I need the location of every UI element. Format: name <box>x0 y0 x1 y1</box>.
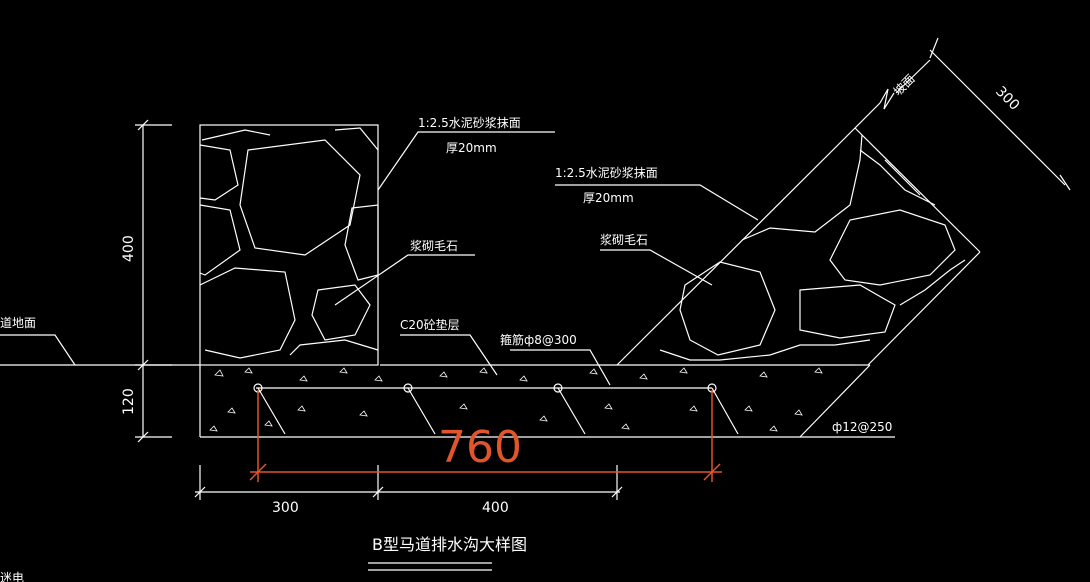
rebar-top-label: 箍筋ф8@300 <box>500 332 577 347</box>
width-mid-value: 400 <box>482 500 509 516</box>
highlight-dimension <box>249 390 722 482</box>
height-base-value: 120 <box>121 388 137 415</box>
concrete-aggregate <box>209 367 823 432</box>
width-left-value: 300 <box>272 500 299 516</box>
rebar-bottom-label: ф12@250 <box>832 420 892 434</box>
ground-left-label: 道地面 <box>0 316 36 330</box>
rebar-stirrups <box>257 387 895 438</box>
rubble-left-label: 浆砌毛石 <box>410 238 458 253</box>
rubble-right-label: 浆砌毛石 <box>600 232 648 247</box>
left-wall-outline <box>199 124 379 366</box>
plaster-left-label: 1:2.5水泥砂浆抹面 <box>418 115 521 130</box>
height-dimension <box>135 119 172 443</box>
plaster-right-label: 1:2.5水泥砂浆抹面 <box>555 165 658 180</box>
height-wall-value: 400 <box>121 235 137 262</box>
leader-lines <box>0 131 759 386</box>
highlight-dimension-value: 760 <box>438 422 522 473</box>
right-wall-rubble <box>659 134 966 361</box>
drawing-title: B型马道排水沟大样图 <box>372 535 527 554</box>
clip-bottom-left-label: 迷电 <box>0 571 24 582</box>
width-dimension <box>194 465 623 500</box>
left-wall-rubble <box>199 127 379 359</box>
right-slope-wall <box>616 59 981 366</box>
thickness-left-label: 厚20mm <box>446 141 497 155</box>
slope-dimension <box>929 37 1071 191</box>
thickness-right-label: 厚20mm <box>583 191 634 205</box>
concrete-cushion <box>199 364 871 438</box>
cushion-label: C20砼垫层 <box>400 317 460 332</box>
slope-width-value: 300 <box>992 84 1022 114</box>
